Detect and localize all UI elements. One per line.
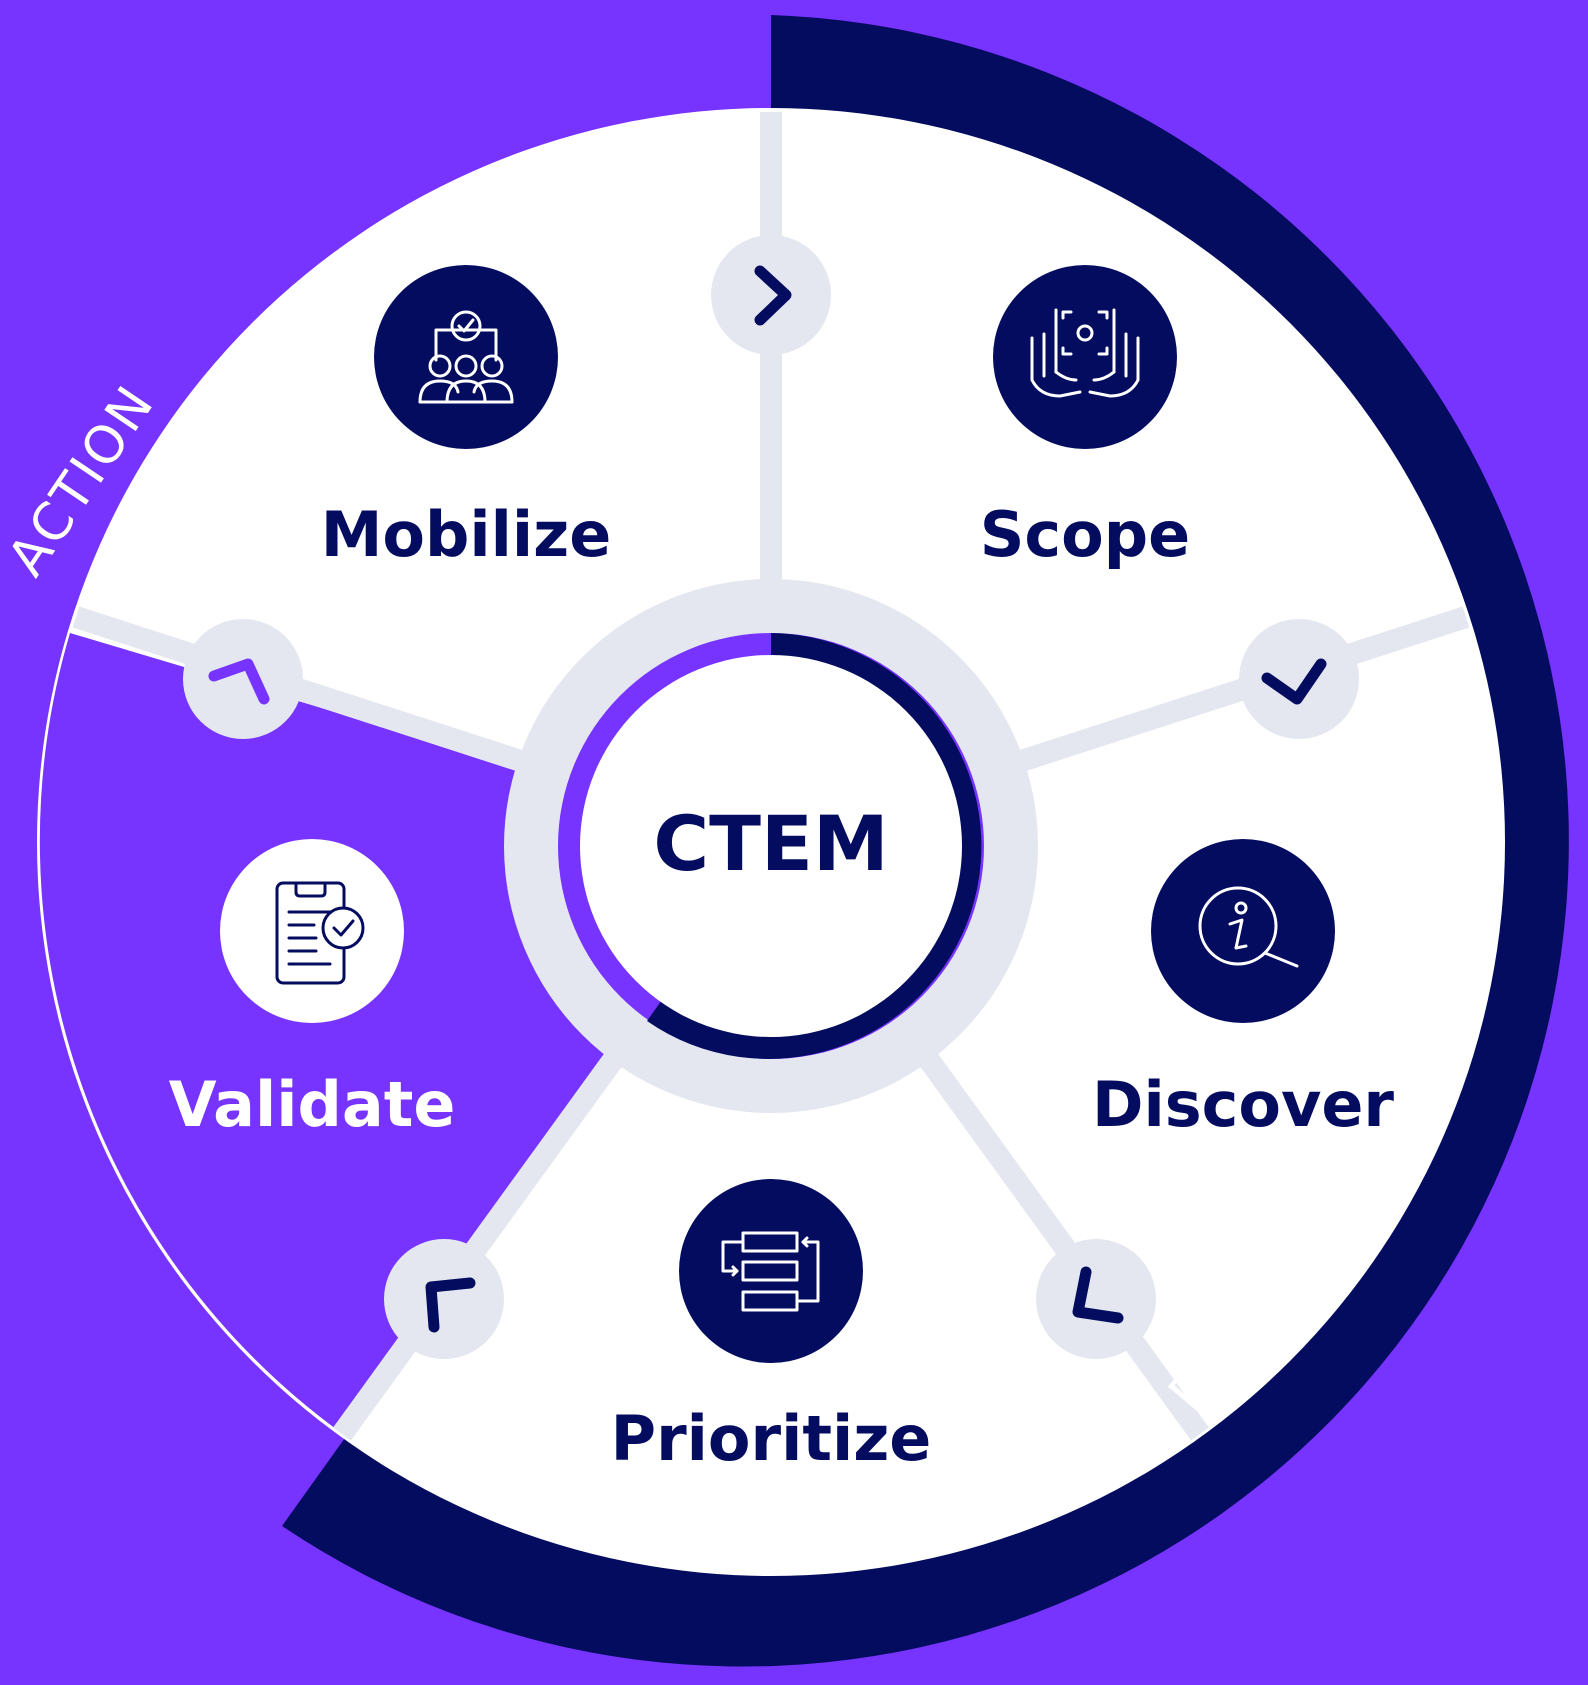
mobilize-icon-badge (374, 265, 558, 449)
discover-icon-badge (1151, 839, 1335, 1023)
team-check-icon (418, 310, 514, 404)
prioritize-icon-badge (679, 1179, 863, 1363)
stage-label-scope: Scope (980, 498, 1190, 571)
hub-center (580, 655, 962, 1037)
scope-icon-badge (993, 265, 1177, 449)
validate-icon-badge (220, 839, 404, 1023)
chevron-down-left-icon (1072, 1266, 1124, 1324)
hands-frame-icon (1030, 308, 1140, 398)
chevron-node-left (183, 619, 303, 739)
chevron-node-bottom-right (1036, 1239, 1156, 1359)
stage-label-mobilize: Mobilize (321, 498, 612, 571)
chevron-node-top (711, 235, 831, 355)
stack-arrows-icon (721, 1231, 820, 1312)
stage-label-discover: Discover (1092, 1068, 1394, 1141)
info-search-icon (1198, 886, 1299, 968)
center-label: CTEM (653, 799, 888, 888)
chevron-node-right (1239, 619, 1359, 739)
stage-label-prioritize: Prioritize (611, 1402, 932, 1475)
clipboard-check-icon (275, 881, 365, 985)
chevron-up-right-icon (208, 658, 270, 705)
chevron-right-icon (754, 265, 792, 326)
stage-label-validate: Validate (169, 1068, 456, 1141)
chevron-node-bottom-left (384, 1239, 504, 1359)
chevron-down-icon (1261, 658, 1327, 705)
chevron-up-left-icon (425, 1277, 476, 1333)
